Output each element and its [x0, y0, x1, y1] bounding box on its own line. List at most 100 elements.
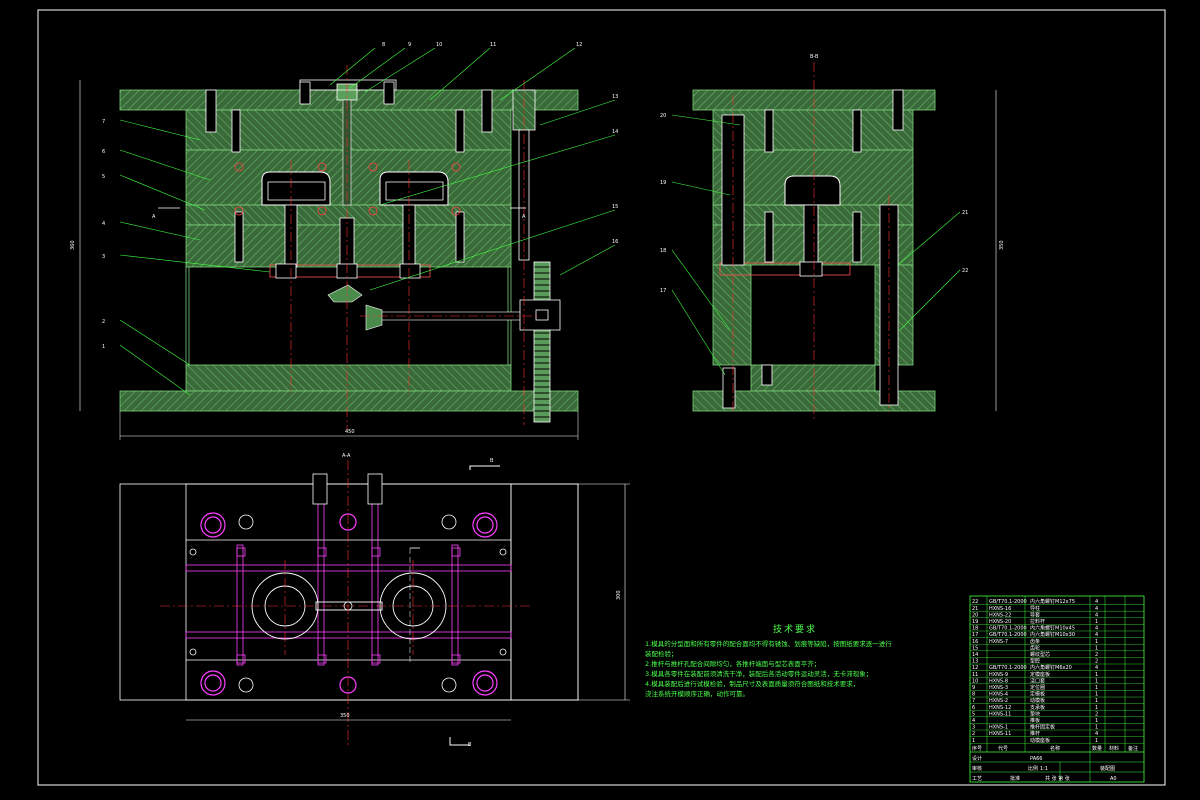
tech-item: 装配检验；	[645, 650, 678, 658]
bottom-clamp-plate	[119, 390, 579, 412]
tb-cell-no: 7	[972, 698, 975, 704]
tb-cell-name: 定位圈	[1030, 684, 1045, 691]
tb-scale: 1:1	[1040, 766, 1048, 772]
side-gear	[799, 261, 823, 277]
tb-cell-name: 垫块	[1030, 710, 1040, 717]
tb-cell-name: 支承板	[1030, 704, 1045, 711]
leader-17: 17	[660, 288, 666, 294]
tb-header-name: 名称	[1050, 745, 1060, 752]
tech-item: 3.模具各零件在装配前须清洗干净，装配后各活动零件运动灵活，无卡滞现象；	[645, 670, 873, 678]
tech-item: 浇注系统开模顺序正确，动作可靠。	[645, 690, 749, 698]
ejector-plate	[185, 364, 512, 392]
tb-cell-code: HXNS-2	[989, 698, 1008, 704]
leader-11: 11	[490, 42, 496, 48]
tb-cell-name: 推杆固定板	[1030, 724, 1055, 731]
cavity-left	[261, 171, 331, 206]
leader-4: 4	[102, 221, 105, 227]
tb-cell-code: HXNS-7	[989, 639, 1008, 645]
tb-cell-qty: 1	[1095, 685, 1098, 691]
tb-cell-no: 17	[972, 632, 978, 638]
tb-cell-qty: 4	[1095, 665, 1098, 671]
plan-water-fittings	[312, 473, 383, 505]
leader-10: 10	[436, 42, 442, 48]
tb-cell-qty: 1	[1095, 678, 1098, 684]
tb-cell-qty: 4	[1095, 626, 1098, 632]
leader-18: 18	[660, 248, 666, 254]
tb-ratio: 比例	[1028, 765, 1038, 772]
front-leader-labels: 7 6 5 4 3 2 1 8 9 10 11 12 13 14 15 16	[102, 42, 618, 350]
side-spacer-left	[712, 264, 752, 366]
tb-cell-name: 螺纹型芯	[1030, 651, 1050, 658]
tb-cell-no: 4	[972, 718, 975, 724]
tb-cell-qty: 4	[1095, 599, 1098, 605]
tb-header-no: 序号	[972, 745, 982, 752]
rack	[533, 261, 551, 423]
tb-cell-code: HXNS-12	[989, 705, 1011, 711]
leader-7: 7	[102, 119, 105, 125]
tb-cell-code: HXNS-11	[989, 731, 1011, 737]
tb-cell-qty: 4	[1095, 632, 1098, 638]
tb-cell-qty: 1	[1095, 698, 1098, 704]
tb-cell-no: 22	[972, 599, 978, 605]
dim-overall-height: 360	[70, 240, 76, 250]
core-center	[339, 217, 355, 269]
tb-cell-no: 9	[972, 685, 975, 691]
tb-cell-name: 型腔	[1030, 658, 1040, 665]
side-gear-row	[719, 262, 851, 276]
gear-left	[275, 263, 297, 279]
leader-15: 15	[612, 204, 618, 210]
plan-ejector-holes	[236, 547, 461, 664]
tb-cell-no: 15	[972, 645, 978, 651]
tb-cell-no: 13	[972, 659, 978, 665]
tb-cell-code: HXNS-16	[989, 606, 1011, 612]
tb-cell-name: 动模座板	[1030, 737, 1050, 744]
tb-cell-no: 11	[972, 672, 978, 678]
tb-cell-no: 2	[972, 731, 975, 737]
gear-right	[399, 263, 421, 279]
tb-cell-qty: 1	[1095, 692, 1098, 698]
cavity-right	[379, 171, 449, 206]
front-cooling-holes	[234, 162, 461, 216]
plan-centerlines	[160, 460, 530, 745]
side-cavity	[784, 175, 841, 206]
tb-cell-code: HXNS-11	[989, 711, 1011, 717]
leader-21: 21	[962, 210, 968, 216]
tb-checker: 审核	[972, 765, 982, 772]
tb-sheet: A0	[1110, 776, 1117, 782]
tb-cell-qty: 4	[1095, 731, 1098, 737]
tb-cell-qty: 1	[1095, 645, 1098, 651]
plan-guide-holes	[200, 512, 498, 696]
plan-side-spacer-right	[510, 483, 579, 701]
tb-cell-qty: 1	[1095, 672, 1098, 678]
tech-item: 1.模具的分型面和所有零件的配合面均不得有锈蚀、划痕等缺陷，按图纸要求逐一进行	[645, 640, 892, 648]
tb-cell-name: 动模板	[1030, 697, 1045, 704]
tb-cell-name: 定模板	[1030, 691, 1045, 698]
tb-cell-code: GB/T70.1-2000	[989, 665, 1027, 671]
tb-cell-no: 21	[972, 606, 978, 612]
bevel-gear	[327, 284, 363, 303]
leader-16: 16	[612, 239, 618, 245]
tb-cell-no: 19	[972, 619, 978, 625]
tb-cell-name: 齿条	[1030, 638, 1040, 645]
side-leader-lines	[671, 114, 961, 376]
side-core	[803, 204, 819, 268]
tb-cell-no: 6	[972, 705, 975, 711]
spacer-block-left	[185, 266, 190, 366]
tb-drawing-title: 装配图	[1100, 765, 1115, 772]
tb-cell-name: 定模座板	[1030, 671, 1050, 678]
tb-cell-no: 1	[972, 738, 975, 744]
tb-cell-name: 内六角螺钉M10x30	[1030, 631, 1075, 638]
tb-designer: 设计	[972, 755, 982, 762]
plan-cooling-channels	[185, 499, 512, 666]
tb-cell-no: 20	[972, 612, 978, 618]
title-block-frame	[969, 595, 1145, 783]
tb-cell-qty: 4	[1095, 612, 1098, 618]
tb-cell-name: 内六角螺钉M12x75	[1030, 598, 1075, 605]
tb-cell-name: 推板	[1030, 717, 1040, 724]
leader-22: 22	[962, 268, 968, 274]
tb-cell-name: 推杆	[1030, 730, 1040, 737]
tb-cell-qty: 1	[1095, 718, 1098, 724]
tb-cell-name: 拉料杆	[1030, 618, 1045, 625]
